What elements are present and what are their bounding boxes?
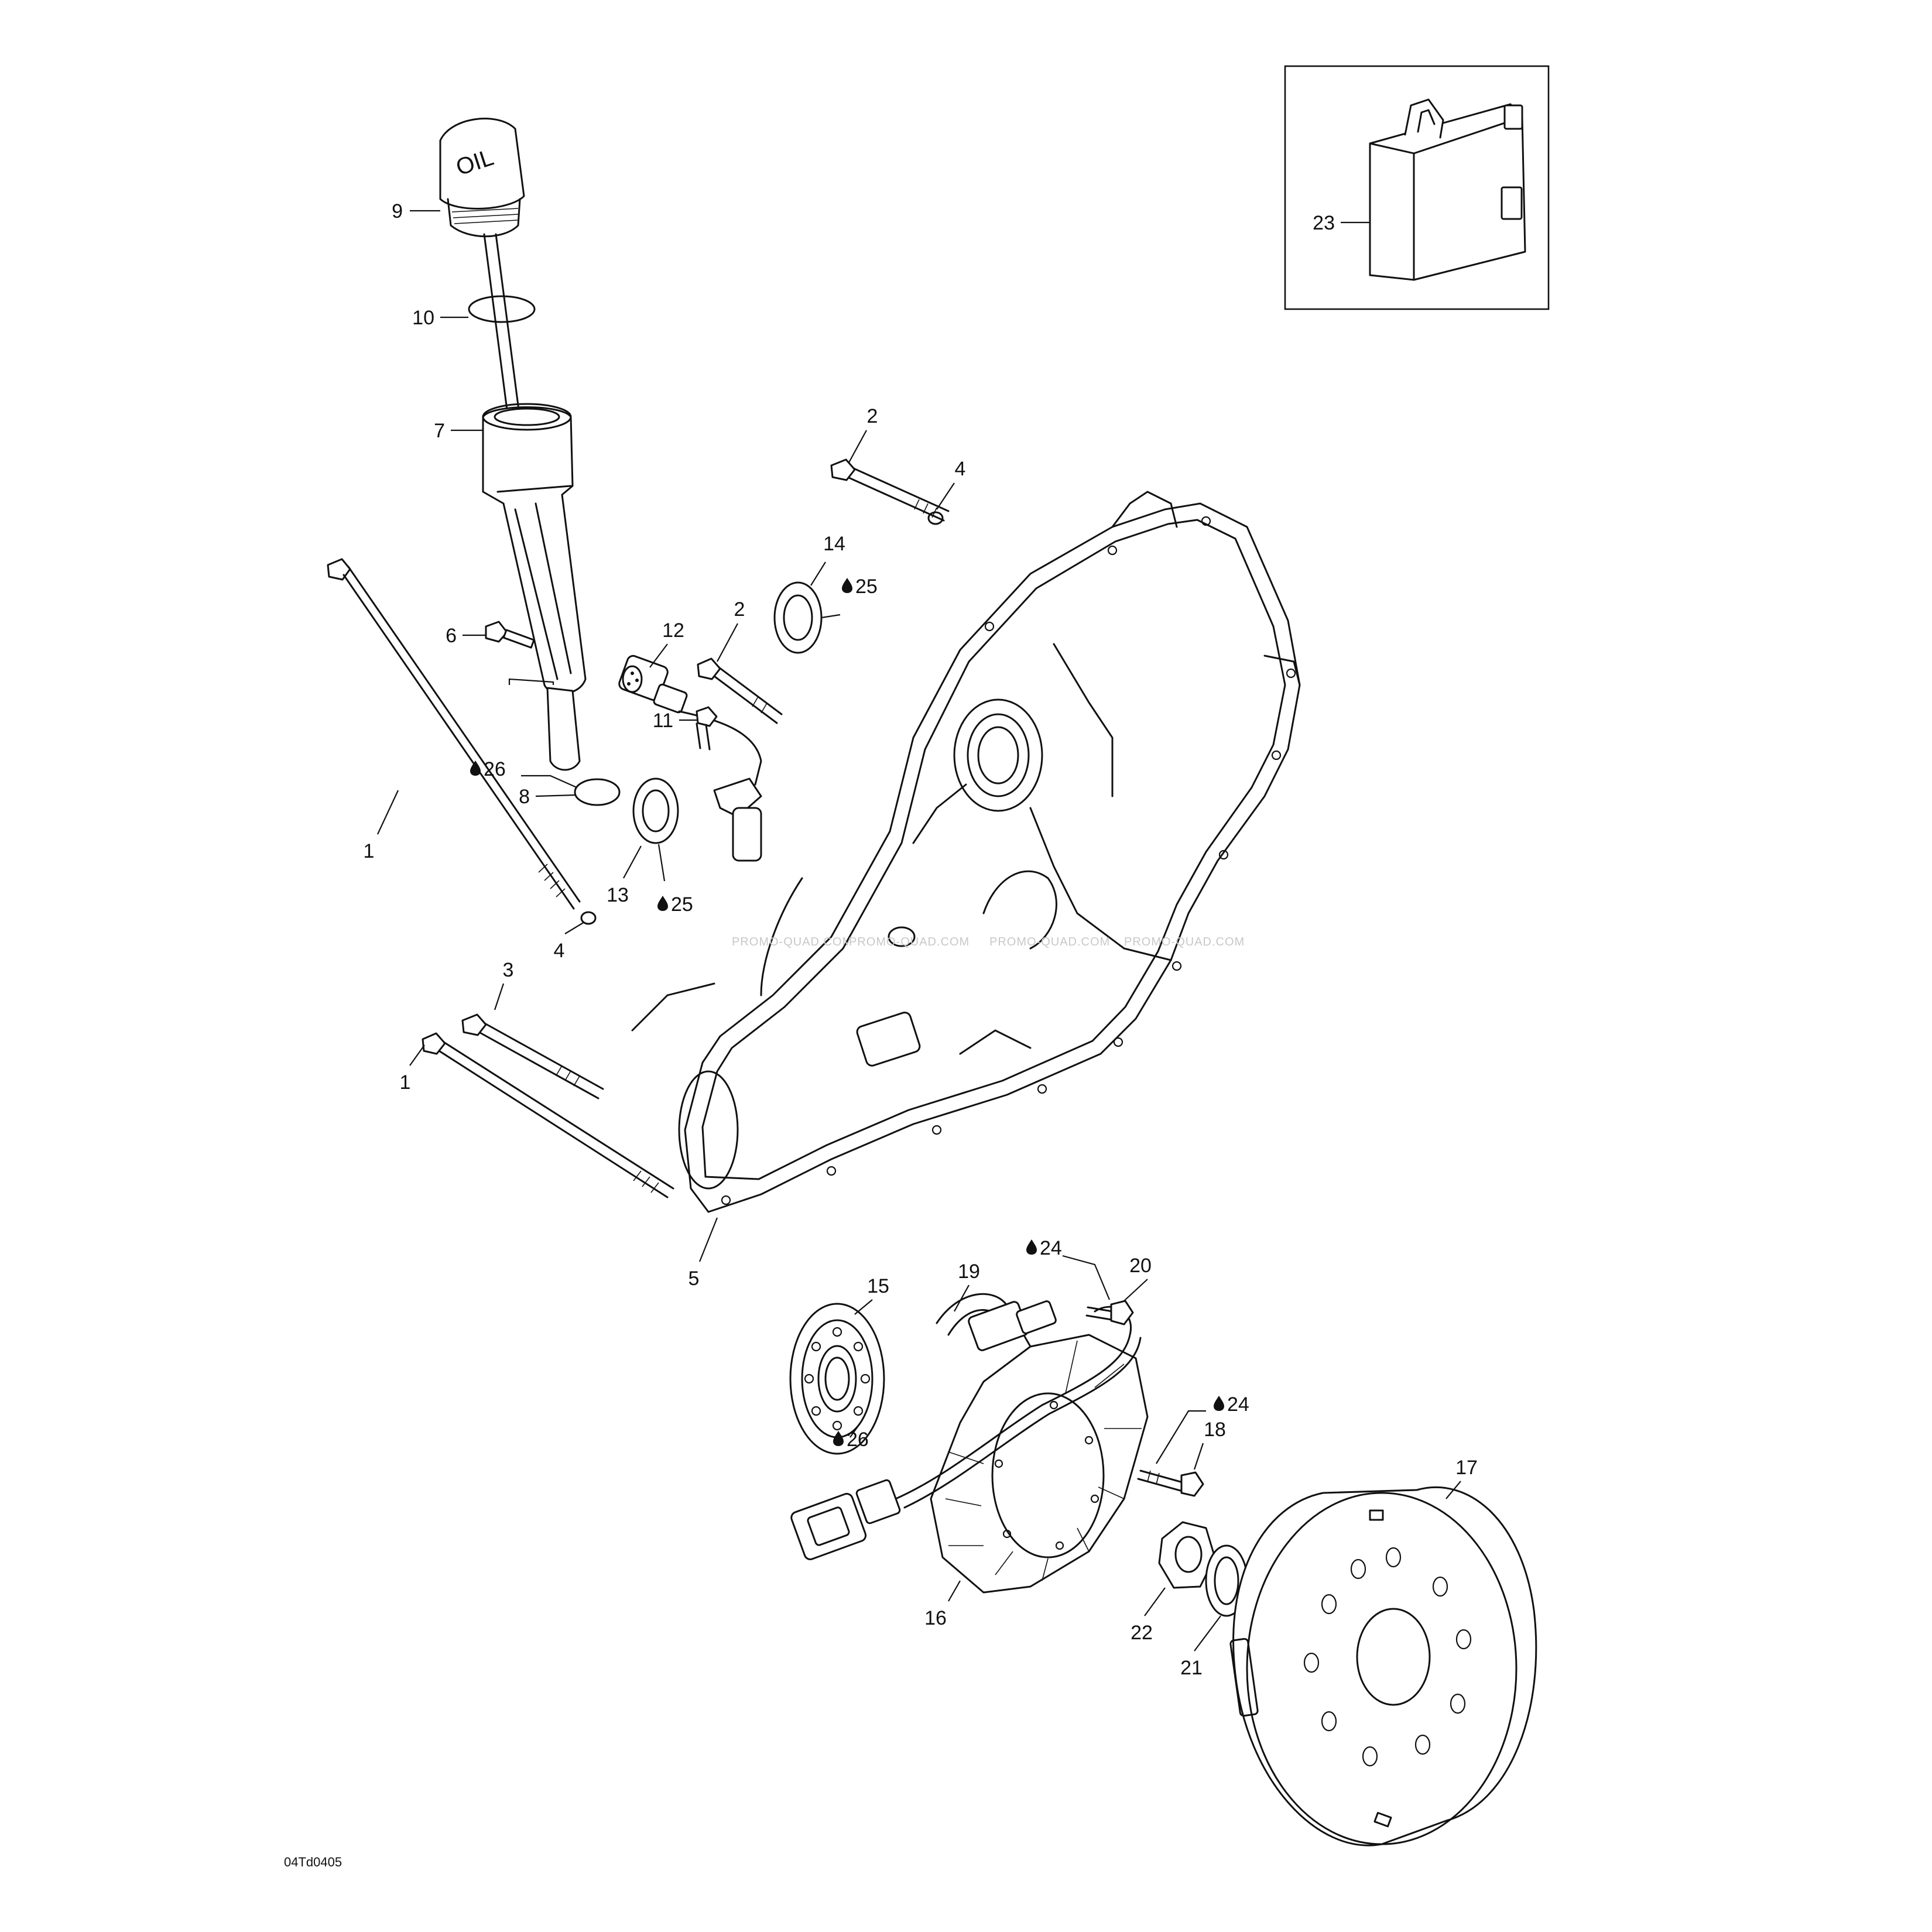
- callout-8: 8: [519, 786, 530, 808]
- oil-cap: OIL: [439, 118, 525, 238]
- dipstick-tube: [482, 403, 587, 771]
- grease-drop-icon-24a: [1026, 1239, 1037, 1255]
- bolt-11: [696, 706, 718, 751]
- callout-25b: 25: [855, 576, 878, 598]
- callout-4a: 4: [554, 940, 565, 962]
- callout-14: 14: [823, 533, 845, 555]
- callout-1b: 1: [400, 1071, 411, 1094]
- callout-13: 13: [607, 884, 629, 906]
- watermark-4: PROMO-QUAD.COM: [1124, 936, 1245, 948]
- callout-11: 11: [653, 710, 673, 732]
- plug-with-bracket: [713, 777, 762, 862]
- callout-19: 19: [958, 1260, 980, 1283]
- callout-9: 9: [392, 200, 403, 222]
- o-ring-8: [574, 778, 621, 806]
- bolt-2b: [697, 657, 783, 724]
- callout-15: 15: [867, 1275, 889, 1297]
- callout-10: 10: [412, 307, 434, 329]
- long-bolt-1a: [327, 558, 581, 910]
- callout-labels: 9 10 7 6 26 8 1 12 11 13 25 4 3 1 2 4 14…: [364, 200, 1478, 1679]
- nut-22: [1158, 1521, 1216, 1589]
- watermark-1: PROMO-QUAD.COM: [732, 936, 852, 948]
- callout-2a: 2: [867, 405, 878, 427]
- grease-drop-icon-26a: [470, 761, 481, 776]
- callout-20: 20: [1129, 1255, 1152, 1277]
- watermark-2: PROMO-QUAD.COM: [849, 936, 970, 948]
- stator-16: [930, 1334, 1149, 1594]
- oil-seal-13: [632, 777, 679, 844]
- callout-24a: 24: [1040, 1237, 1062, 1259]
- callout-24b: 24: [1227, 1393, 1249, 1416]
- callout-25a: 25: [671, 893, 693, 916]
- callout-3: 3: [503, 959, 514, 981]
- bolt-6: [485, 621, 535, 649]
- grease-drop-icon-25b: [842, 578, 852, 593]
- callout-12: 12: [662, 619, 684, 642]
- callout-7: 7: [434, 420, 445, 442]
- wiring-harness-19: [895, 1293, 1142, 1509]
- bolt-20: [1085, 1300, 1134, 1325]
- sensor-12: [618, 655, 762, 786]
- flywheel-17: [1229, 1486, 1537, 1847]
- bearing-15: [789, 1303, 885, 1455]
- watermark-3: PROMO-QUAD.COM: [989, 936, 1110, 948]
- callout-4b: 4: [955, 458, 966, 480]
- callout-21: 21: [1180, 1657, 1203, 1679]
- bolt-2a: [830, 458, 950, 522]
- washer-4b: [927, 511, 944, 525]
- washer-4a: [580, 911, 597, 925]
- callout-1a: 1: [364, 840, 375, 862]
- callout-5: 5: [688, 1268, 700, 1290]
- stator-connector: [790, 1479, 901, 1560]
- callout-23: 23: [1313, 212, 1335, 234]
- cdi-module-box: [1284, 65, 1550, 310]
- callout-26a: 26: [484, 758, 506, 780]
- leader-lines: [377, 210, 1461, 1652]
- reference-code: 04Td0405: [284, 1855, 342, 1869]
- long-bolt-1b: [422, 1032, 674, 1198]
- callout-6: 6: [446, 625, 457, 647]
- oil-seal-14: [773, 581, 823, 654]
- grease-drop-icon-25a: [657, 896, 668, 911]
- callout-16: 16: [924, 1607, 947, 1629]
- crankcase-half: PROMO-QUAD.COM PROMO-QUAD.COM PROMO-QUAD…: [631, 491, 1301, 1213]
- callout-17: 17: [1455, 1457, 1478, 1479]
- callout-26b: 26: [847, 1429, 869, 1451]
- o-ring-10: [468, 295, 536, 323]
- callout-2b: 2: [734, 598, 745, 621]
- bolt-3: [461, 1013, 604, 1099]
- bolt-18: [1137, 1469, 1204, 1497]
- callout-22: 22: [1131, 1622, 1153, 1644]
- grease-drop-icon-24b: [1214, 1396, 1224, 1411]
- callout-18: 18: [1204, 1419, 1226, 1441]
